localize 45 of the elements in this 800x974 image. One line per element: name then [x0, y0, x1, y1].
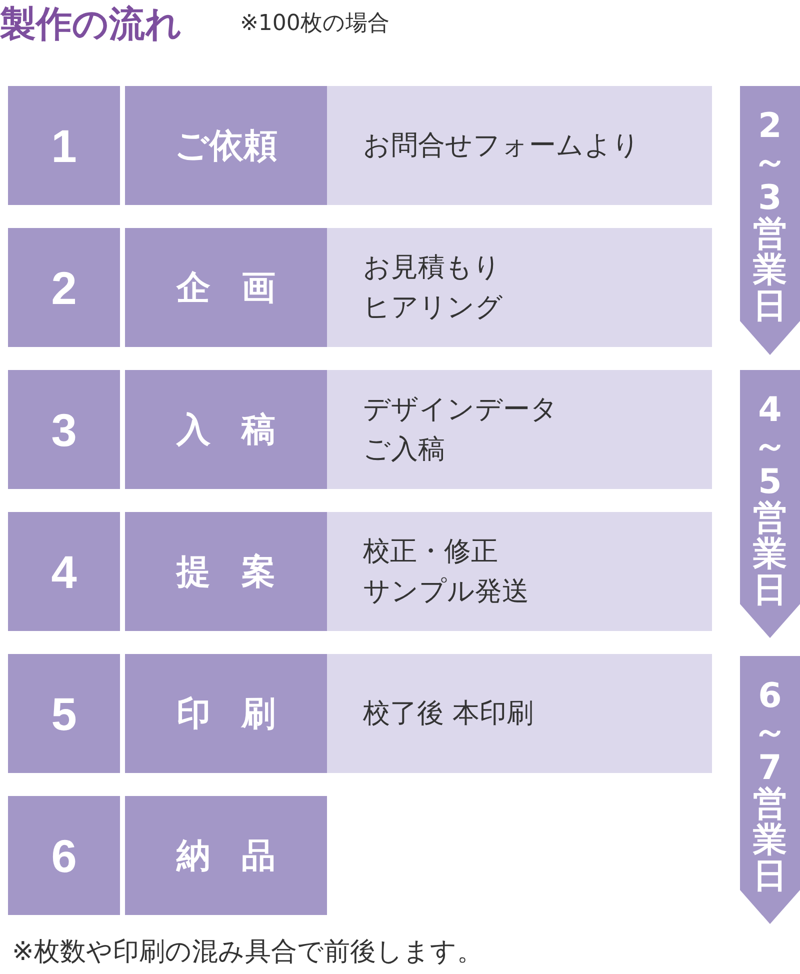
- duration-text: 6～7営業日: [752, 678, 788, 894]
- step-name: 入稿: [176, 408, 306, 452]
- step-name-box: [125, 86, 327, 205]
- step-number: 6: [51, 828, 77, 882]
- step-number: 3: [51, 402, 77, 456]
- description-box: [327, 370, 712, 489]
- description-box: [327, 512, 712, 631]
- duration-text: 4～5営業日: [752, 392, 788, 608]
- step-number-box: [8, 228, 120, 347]
- description-text: デザインデータ: [363, 392, 559, 426]
- step-name: 納品: [176, 834, 306, 878]
- step-name-box: [125, 228, 327, 347]
- step-name: ご依頼: [174, 124, 278, 168]
- step-name: 提案: [176, 550, 306, 594]
- step-number-box: [8, 512, 120, 631]
- description-text: 校正・修正: [363, 534, 499, 568]
- step-number-box: [8, 654, 120, 773]
- duration-banner: [740, 656, 800, 924]
- duration-banner: [740, 86, 800, 355]
- description-box: [327, 228, 712, 347]
- description-box: [327, 86, 712, 205]
- step-name-box: [125, 370, 327, 489]
- step-name: 企画: [176, 266, 306, 310]
- description-text: 校了後 本印刷: [363, 696, 535, 730]
- duration-banner: [740, 370, 800, 638]
- step-number: 5: [51, 686, 77, 740]
- step-name-box: [125, 796, 327, 915]
- step-number: 1: [51, 118, 77, 172]
- step-number: 4: [51, 544, 77, 598]
- description-text: ヒアリング: [363, 290, 504, 324]
- description-text: ご入稿: [363, 432, 446, 466]
- step-number-box: [8, 796, 120, 915]
- note-text: ※100枚の場合: [240, 10, 390, 38]
- description-text: サンプル発送: [363, 574, 530, 608]
- description-text: お問合せフォームより: [363, 128, 641, 162]
- description-box: [327, 654, 712, 773]
- description-text: お見積もり: [363, 250, 502, 284]
- step-name-box: [125, 654, 327, 773]
- step-number-box: [8, 370, 120, 489]
- step-name-box: [125, 512, 327, 631]
- step-name: 印刷: [176, 692, 306, 736]
- step-number-box: [8, 86, 120, 205]
- step-number: 2: [51, 260, 77, 314]
- duration-text: 2～3営業日: [752, 108, 788, 324]
- note-text: ※枚数や印刷の混み具合で前後します。: [12, 936, 483, 969]
